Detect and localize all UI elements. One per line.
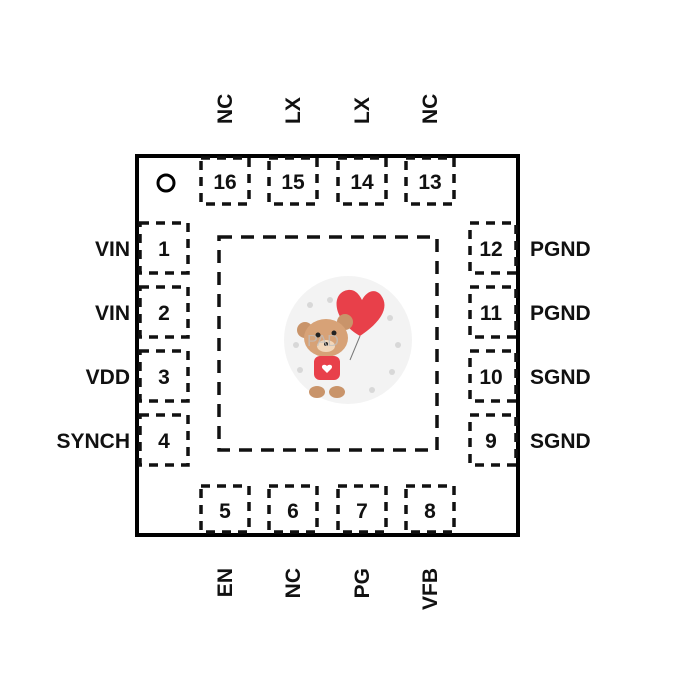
pin-3-pad [138, 349, 190, 403]
pin-10-number: 10 [479, 366, 502, 389]
pin-7-number: 7 [356, 500, 368, 523]
pin-3-label: VDD [86, 366, 130, 389]
pin-13-label: NC [419, 94, 442, 124]
pin-4-number: 4 [158, 430, 170, 453]
pin-10-pad [468, 349, 518, 403]
pin-6-number: 6 [287, 500, 299, 523]
pin-15-pad [267, 156, 319, 206]
pin-15-number: 15 [281, 171, 305, 194]
bear-icon [297, 314, 353, 398]
pin-16-label: NC [214, 94, 237, 124]
pin-15-label: LX [282, 97, 305, 124]
pin-2-pad [138, 285, 190, 339]
pin-8-number: 8 [424, 500, 436, 523]
pin-1-pad [138, 221, 190, 275]
balloon-string [349, 335, 361, 361]
pin-11-number: 11 [480, 302, 503, 325]
pin-5-number: 5 [219, 500, 231, 523]
pin-8-label: VFB [419, 568, 442, 610]
pin-8-pad [404, 484, 456, 534]
pin-16-number: 16 [213, 171, 236, 194]
pin-1-number: 1 [158, 238, 170, 261]
pin-14-label: LX [351, 97, 374, 124]
pin-1-label: VIN [95, 238, 130, 261]
pin-9-pad [468, 413, 518, 467]
pin-14-pad [336, 156, 388, 206]
pin-7-pad [336, 484, 388, 534]
pin-12-pad [468, 221, 518, 275]
pin-6-pad [267, 484, 319, 534]
pin-7-label: PG [351, 568, 374, 598]
pin-13-number: 13 [418, 171, 441, 194]
pin-4-pad [138, 413, 190, 467]
pin-3-number: 3 [158, 366, 170, 389]
pin-9-number: 9 [485, 430, 497, 453]
pin-5-pad [199, 484, 251, 534]
pin1-indicator-dot [156, 173, 176, 193]
pin-4-label: SYNCH [56, 430, 130, 453]
pin-13-pad [404, 156, 456, 206]
pin-2-label: VIN [95, 302, 130, 325]
pin-16-pad [199, 156, 251, 206]
pin-5-label: EN [214, 568, 237, 597]
exposed-pad [217, 235, 439, 452]
pin-11-label: PGND [530, 302, 591, 325]
pin-12-label: PGND [530, 238, 591, 261]
pin-2-number: 2 [158, 302, 170, 325]
pin-10-label: SGND [530, 366, 591, 389]
pin-14-number: 14 [350, 171, 374, 194]
pad-label: PAD [307, 333, 339, 350]
pad-logo [284, 276, 412, 404]
pin-6-label: NC [282, 568, 305, 598]
pin-9-label: SGND [530, 430, 591, 453]
pin-11-pad [468, 285, 518, 339]
pin-12-number: 12 [479, 238, 502, 261]
